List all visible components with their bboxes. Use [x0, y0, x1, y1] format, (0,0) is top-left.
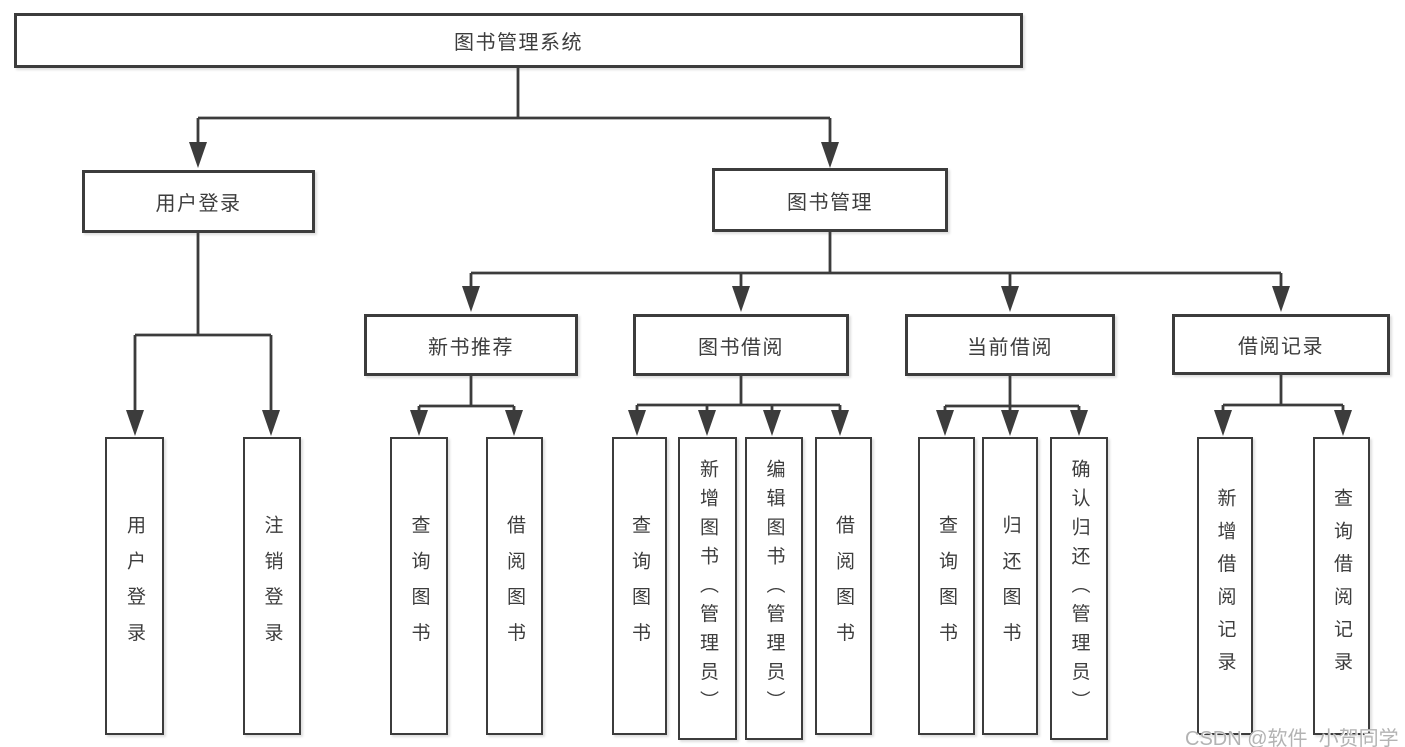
leaf-confirm-return-admin-label: 确认归还（管理员） [1068, 458, 1090, 719]
leaf-return-books-label: 归还图书 [999, 514, 1021, 658]
node-book-mgmt-label: 图书管理 [787, 191, 873, 214]
leaf-logout: 注销登录 [243, 437, 301, 735]
leaf-confirm-return-admin: 确认归还（管理员） [1050, 437, 1108, 740]
leaf-add-borrow-record-label: 新增借阅记录 [1214, 487, 1236, 685]
leaf-query-books-borrow-label: 查询图书 [629, 514, 650, 658]
node-new-book-recommend: 新书推荐 [364, 314, 578, 376]
watermark: CSDN @软件_小贺同学 [1185, 728, 1399, 747]
leaf-edit-books-admin-label: 编辑图书（管理员） [763, 458, 785, 719]
node-book-mgmt: 图书管理 [712, 168, 948, 232]
leaf-query-borrow-record: 查询借阅记录 [1313, 437, 1370, 735]
node-current-borrow-label: 当前借阅 [967, 336, 1053, 359]
node-current-borrow: 当前借阅 [905, 314, 1115, 376]
leaf-add-borrow-record: 新增借阅记录 [1197, 437, 1253, 735]
node-borrow-records: 借阅记录 [1172, 314, 1390, 375]
leaf-logout-label: 注销登录 [261, 514, 283, 658]
node-root: 图书管理系统 [14, 13, 1023, 68]
node-book-borrow: 图书借阅 [633, 314, 849, 376]
leaf-borrow-books-recommend: 借阅图书 [486, 437, 543, 735]
leaf-query-books-current-label: 查询图书 [936, 514, 957, 658]
node-book-borrow-label: 图书借阅 [698, 336, 784, 359]
node-user-login: 用户登录 [82, 170, 315, 233]
leaf-add-books-admin-label: 新增图书（管理员） [697, 458, 718, 719]
leaf-query-borrow-record-label: 查询借阅记录 [1331, 487, 1352, 685]
node-user-login-label: 用户登录 [155, 193, 242, 215]
leaf-query-books-recommend-label: 查询图书 [408, 514, 430, 658]
leaf-user-login: 用户登录 [105, 437, 164, 735]
leaf-borrow-books: 借阅图书 [815, 437, 872, 735]
leaf-query-books-current: 查询图书 [918, 437, 975, 735]
leaf-query-books-borrow: 查询图书 [612, 437, 667, 735]
leaf-query-books-recommend: 查询图书 [390, 437, 448, 735]
leaf-user-login-label: 用户登录 [124, 514, 145, 658]
leaf-borrow-books-label: 借阅图书 [833, 514, 854, 658]
node-root-label: 图书管理系统 [454, 32, 583, 54]
leaf-borrow-books-recommend-label: 借阅图书 [504, 514, 525, 658]
leaf-add-books-admin: 新增图书（管理员） [678, 437, 737, 740]
node-borrow-records-label: 借阅记录 [1238, 336, 1324, 358]
leaf-return-books: 归还图书 [982, 437, 1038, 735]
node-new-book-recommend-label: 新书推荐 [428, 336, 514, 359]
leaf-edit-books-admin: 编辑图书（管理员） [745, 437, 803, 740]
